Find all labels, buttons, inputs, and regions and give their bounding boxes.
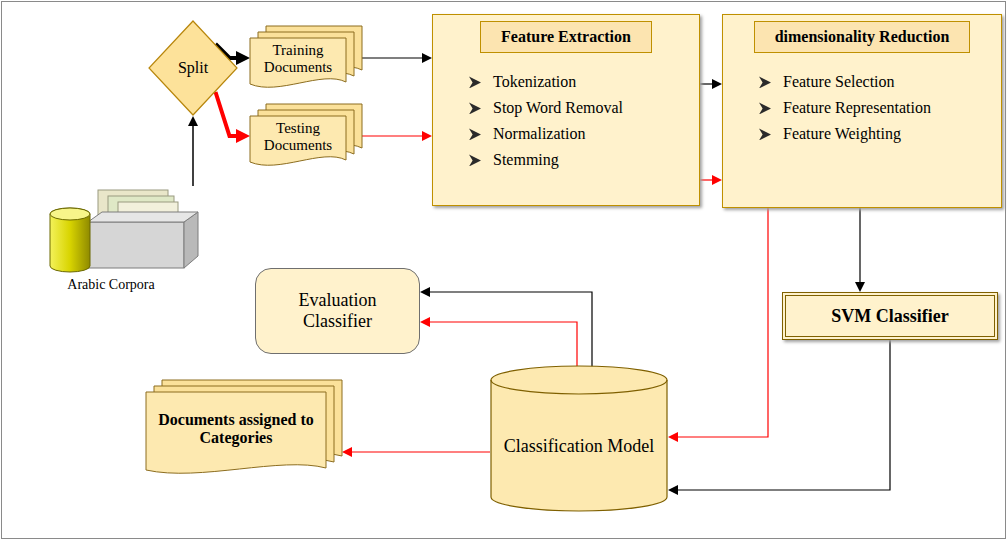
document-stack: Testing Documents [250, 104, 362, 168]
document-label: Training Documents [256, 42, 340, 77]
connector-arrow [700, 179, 712, 180]
bullet-item: Feature Weighting [759, 121, 931, 147]
bullet-item: Normalization [469, 121, 623, 147]
box-heading: dimensionality Reduction [754, 21, 971, 53]
document-stack: Training Documents [250, 26, 362, 90]
step-label: Feature Selection [783, 73, 895, 91]
connector-arrow [362, 135, 422, 136]
process-box: Feature ExtractionTokenizationStop Word … [432, 14, 700, 206]
bullet-marker [469, 76, 481, 88]
document-stack: Documents assigned to Categories [146, 380, 342, 476]
corpus-node: Arabic Corpora [46, 186, 202, 296]
box-heading: Feature Extraction [480, 21, 652, 53]
step-label: Feature Weighting [783, 125, 901, 143]
connector-arrow [430, 292, 592, 367]
document-label: Testing Documents [256, 120, 340, 155]
step-label: Feature Representation [783, 99, 931, 117]
connector-arrow [678, 340, 890, 490]
bullet-marker [759, 128, 771, 140]
corpus-illustration [46, 186, 202, 274]
bullet-list: TokenizationStop Word RemovalNormalizati… [441, 69, 623, 173]
bullet-marker [759, 76, 771, 88]
step-label: Stemming [493, 151, 559, 169]
bullet-marker [469, 102, 481, 114]
step-label: Stop Word Removal [493, 99, 623, 117]
stack-outline [250, 104, 362, 168]
classifier-box: SVM Classifier [782, 292, 998, 340]
step-label: Tokenization [493, 73, 576, 91]
connector-arrow [859, 208, 860, 282]
bullet-marker [469, 154, 481, 166]
connector-arrow [362, 57, 422, 58]
decision-label: Split [178, 59, 208, 77]
stack-outline [250, 26, 362, 90]
connector-arrow [678, 208, 768, 437]
bullet-item: Stop Word Removal [469, 95, 623, 121]
connector-arrow [192, 126, 194, 186]
connector-arrow [216, 92, 237, 136]
bullet-marker [759, 102, 771, 114]
bullet-marker [469, 128, 481, 140]
connector-arrow [700, 83, 712, 84]
classifier-label: SVM Classifier [831, 306, 948, 327]
decision-diamond: Split [148, 20, 238, 116]
corpus-label: Arabic Corpora [67, 277, 154, 293]
model-label: Classification Model [504, 436, 654, 457]
model-cylinder: Classification Model [490, 366, 668, 512]
stack-outline [146, 380, 342, 476]
evaluation-label: Evaluation Classifier [266, 290, 409, 331]
process-box: dimensionality ReductionFeature Selectio… [722, 14, 1002, 208]
document-label: Documents assigned to Categories [152, 411, 320, 448]
bullet-list: Feature SelectionFeature RepresentationF… [731, 69, 931, 147]
bullet-item: Feature Representation [759, 95, 931, 121]
bullet-item: Feature Selection [759, 69, 931, 95]
evaluation-box: Evaluation Classifier [255, 268, 420, 354]
connector-arrow [430, 322, 577, 367]
connector-arrow [352, 451, 490, 452]
step-label: Normalization [493, 125, 585, 143]
bullet-item: Stemming [469, 147, 623, 173]
bullet-item: Tokenization [469, 69, 623, 95]
